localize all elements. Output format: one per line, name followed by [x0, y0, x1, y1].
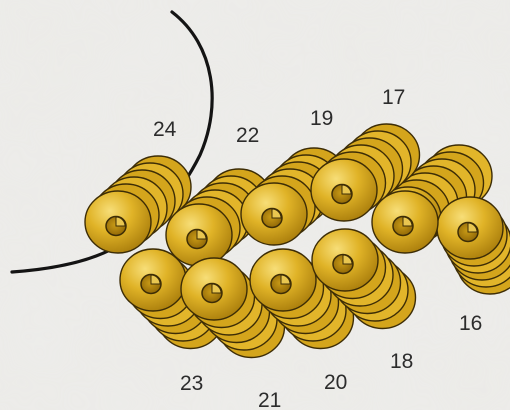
bead-label-20: 20 — [324, 371, 347, 394]
bead-label-24: 24 — [153, 118, 177, 141]
bead-label-22: 22 — [236, 124, 259, 147]
bead-label-21: 21 — [258, 389, 281, 410]
bead-label-17: 17 — [382, 86, 405, 109]
bead-column-18b — [372, 191, 438, 253]
bead-label-19: 19 — [310, 107, 333, 130]
bead-label-16: 16 — [459, 312, 482, 335]
bead-label-23: 23 — [180, 372, 203, 395]
bead-label-18: 18 — [390, 350, 413, 373]
